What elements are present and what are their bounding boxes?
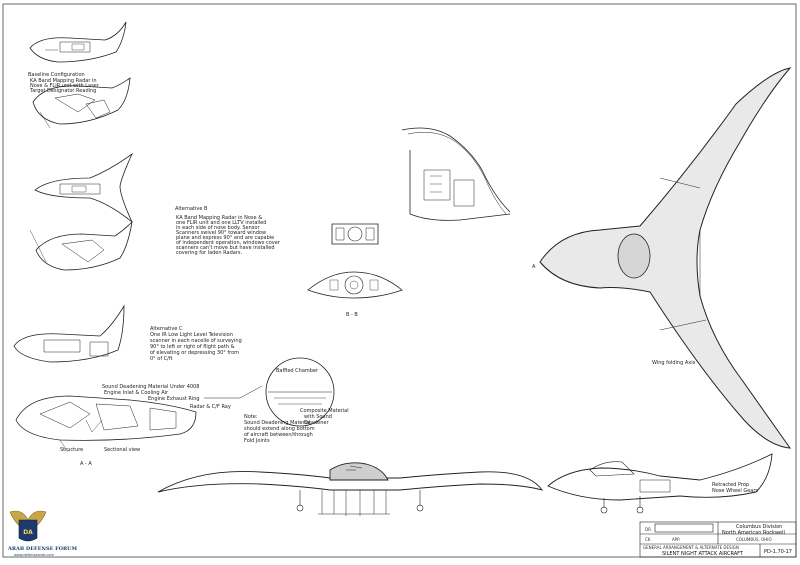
company-line-2: North American Rockwell — [722, 530, 785, 536]
alternative-b-line-8: covering for laden Radars. — [176, 250, 242, 256]
sound-deadening-line-3: Engine Exhaust Ring — [148, 396, 200, 402]
title-field-ck: CK. — [645, 537, 652, 542]
composite-material-line-2: with Sound — [304, 414, 332, 420]
sound-note-line-1: Note: — [244, 414, 258, 420]
alternative-b-title: Alternative B — [175, 206, 208, 212]
watermark-url: www.defensearab.com — [14, 553, 54, 557]
sound-note-line-4: of aircraft between/through — [244, 432, 313, 438]
sound-deadening-line-1: Sound Deadening Material Under 4008 — [102, 384, 199, 390]
baseline-config-line-3: Nose & FLIR unit with Laser — [30, 83, 100, 89]
section-aa-label: A - A — [80, 461, 92, 467]
alternate-side-view-1 — [29, 220, 133, 271]
watermark-badge: DA — [23, 529, 33, 536]
section-bb-label: B - B — [346, 312, 358, 318]
drawing-title-line-1: GENERAL ARRANGEMENT & ALTERNATE DESIGN — [643, 545, 739, 550]
alternative-c-line-3: scanner in each nacelle of surveying — [150, 338, 242, 344]
baseline-side-view-2 — [32, 77, 131, 129]
baseline-side-view — [29, 21, 127, 63]
sound-note-line-2: Sound Deadening Material — [244, 420, 310, 426]
leader-line — [204, 385, 263, 399]
forum-watermark-logo: DA — [9, 510, 47, 542]
composite-material-line-1: Composite Material — [300, 408, 349, 414]
alternative-b-line-1: KA Band Mapping Radar in Nose & — [176, 215, 262, 221]
baseline-config-line-1: Baseline Configuration — [28, 72, 85, 78]
company-line-1: Columbus Division — [736, 524, 782, 530]
sectional-label: Sectional view — [104, 447, 140, 453]
structure-label: Structure — [60, 447, 83, 453]
alternative-c-line-4: 90° to left or right of flight path & — [150, 344, 235, 350]
section-bb-cross-section — [307, 271, 403, 299]
alternative-b-line-3: in each side of nose body. Sensor — [176, 225, 260, 231]
title-field-dr: DR. — [645, 527, 652, 532]
alternative-c-line-1: Alternative C — [150, 326, 183, 332]
drawing-number: PD-1.70-17 — [764, 549, 792, 555]
alternative-c-line-2: One IR Low Light Level Television — [150, 332, 233, 338]
title-block — [639, 521, 797, 558]
sound-note-line-3: should extend along bottom — [244, 426, 315, 432]
wing-folding-note: Wing folding Axis — [652, 360, 696, 366]
composite-material-line-3: Deadener — [304, 420, 329, 426]
alternative-b-line-7: scanners can't move but have installed — [176, 245, 275, 251]
baffled-chamber-label: Baffled Chamber — [276, 368, 319, 374]
watermark-name: ARAB DEFENSE FORUM — [7, 546, 78, 552]
sound-deadening-line-4: Radar & C/F Ray — [190, 404, 231, 410]
alternative-b-line-5: plane and express 90° and are capable — [176, 235, 274, 241]
baseline-config-line-4: Target Designator Reading — [29, 88, 96, 94]
section-bb-sensor-view — [331, 223, 379, 245]
retracted-prop-line-2: Nose Wheel Gears — [712, 488, 758, 494]
planform-view — [539, 67, 792, 449]
baseline-top-view — [34, 152, 133, 223]
alternative-c-side-view — [13, 304, 125, 363]
drawing-title-line-2: SILENT NIGHT ATTACK AIRCRAFT — [662, 551, 744, 557]
baseline-config-line-2: KA Band Mapping Radar in — [30, 78, 97, 84]
side-view — [547, 453, 773, 514]
sound-note-line-5: Fold Joints — [244, 438, 270, 444]
sound-deadening-line-2: Engine Inlet & Cooling Air — [104, 390, 169, 396]
section-aa-cutaway — [15, 395, 197, 453]
title-field-app: APP. — [672, 537, 680, 542]
alternative-b-line-4: Scanners swivel 90° toward window — [176, 230, 266, 236]
baffled-chamber-detail — [265, 357, 335, 427]
retracted-prop-line-1: Retracted Prop — [712, 482, 749, 488]
front-view — [157, 462, 544, 516]
sheet-border — [2, 3, 797, 558]
section-a-marker: A — [532, 264, 536, 270]
alternative-b-line-2: one FLIR unit and one LLTV installed — [176, 220, 266, 226]
alternative-c-line-6: 0° of C/ft — [150, 356, 173, 362]
alternative-b-line-6: of independent operation, windows cover — [176, 240, 281, 246]
nose-detail-view — [401, 127, 511, 221]
company-sub: COLUMBUS, OHIO — [736, 537, 772, 542]
alternative-c-line-5: of elevating or depressing 30° from — [150, 350, 239, 356]
